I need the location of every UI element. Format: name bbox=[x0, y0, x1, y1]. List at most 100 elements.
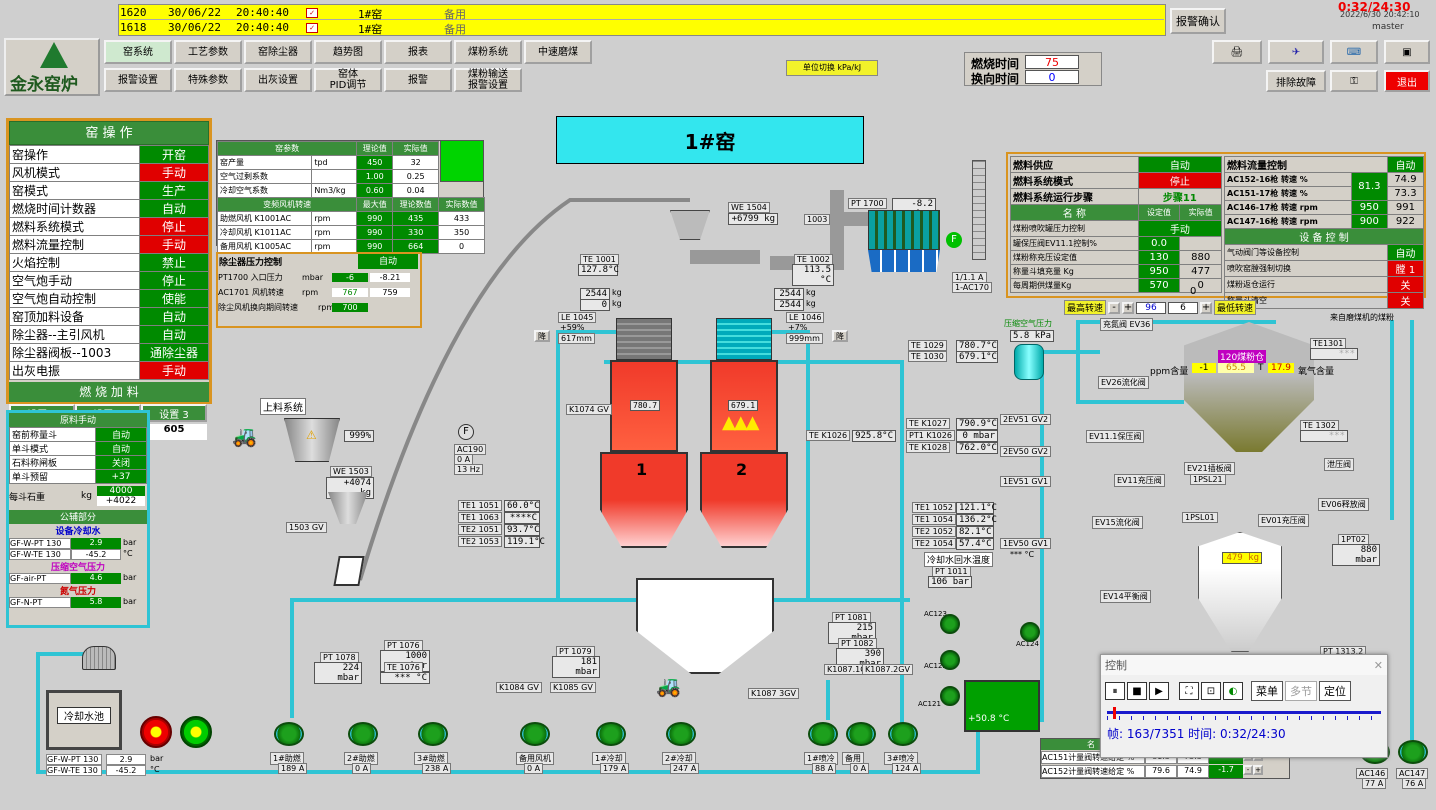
kiln-op-value[interactable]: 禁止 bbox=[139, 253, 209, 272]
fuel-row-set[interactable]: 手动 bbox=[1137, 220, 1223, 237]
fit-icon[interactable]: ⛶ bbox=[1179, 682, 1199, 700]
dust-mode[interactable]: 自动 bbox=[358, 254, 418, 269]
fuel-row-set[interactable]: 950 bbox=[1137, 264, 1181, 279]
pump-motor[interactable] bbox=[666, 722, 696, 746]
kiln-op-value[interactable]: 自动 bbox=[139, 199, 209, 218]
dev-value[interactable]: 关 bbox=[1386, 292, 1425, 309]
pump-motor[interactable] bbox=[808, 722, 838, 746]
kiln-op-value[interactable]: 自动 bbox=[139, 307, 209, 326]
ac152-minus-button[interactable]: - bbox=[1243, 765, 1253, 775]
next-button[interactable]: ▶ bbox=[1149, 682, 1169, 700]
pt1700-set[interactable]: -6 bbox=[332, 273, 368, 282]
kiln-op-value[interactable]: 手动 bbox=[139, 235, 209, 254]
nav-alarm[interactable]: 报警 bbox=[384, 68, 452, 92]
raw-value[interactable]: +37 bbox=[95, 469, 147, 484]
cursor-icon[interactable]: ◐ bbox=[1223, 682, 1243, 700]
nav-kiln-dust[interactable]: 窑除尘器 bbox=[244, 40, 312, 64]
speed-plus-button-2[interactable]: + bbox=[1200, 301, 1213, 314]
pump-ac123[interactable] bbox=[940, 614, 960, 634]
fuel-row-set[interactable]: 130 bbox=[1137, 250, 1181, 265]
nav-pid[interactable]: 窑体 PID调节 bbox=[314, 68, 382, 92]
stone-set[interactable]: 4000 bbox=[97, 486, 145, 496]
pump-motor[interactable] bbox=[846, 722, 876, 746]
gun-set[interactable]: 900 bbox=[1350, 214, 1388, 229]
kiln-op-value[interactable]: 手动 bbox=[139, 361, 209, 380]
kiln-op-value[interactable]: 手动 bbox=[139, 163, 209, 182]
pump-motor[interactable] bbox=[348, 722, 378, 746]
dev-value[interactable]: 自动 bbox=[1386, 244, 1425, 261]
pump-red[interactable] bbox=[140, 716, 172, 748]
zoom-icon[interactable]: ⊡ bbox=[1201, 682, 1221, 700]
speed-minus-button[interactable]: - bbox=[1108, 301, 1121, 314]
alarm-row-1[interactable]: 1620 30/06/22 20:40:40 ✓ 1#窑 备用 bbox=[120, 6, 1164, 21]
reverse-speed-value[interactable]: 700 bbox=[332, 303, 368, 312]
kiln-op-value[interactable]: 通除尘器 bbox=[139, 343, 209, 362]
menu-button[interactable]: 菜单 bbox=[1251, 681, 1283, 701]
kiln-op-value[interactable]: 开窑 bbox=[139, 145, 209, 164]
pump-motor[interactable] bbox=[596, 722, 626, 746]
exit-button[interactable]: 退出 bbox=[1384, 70, 1430, 92]
pump-ac147[interactable] bbox=[1398, 740, 1428, 764]
nav-coal-system[interactable]: 煤粉系统 bbox=[454, 40, 522, 64]
gun-set[interactable]: 950 bbox=[1350, 200, 1388, 215]
close-icon[interactable]: ✕ bbox=[1373, 658, 1383, 672]
progress-track[interactable] bbox=[1107, 707, 1381, 720]
pump-green[interactable] bbox=[180, 716, 212, 748]
pump-motor[interactable] bbox=[520, 722, 550, 746]
dev-value[interactable]: 关 bbox=[1386, 276, 1425, 293]
ac1701-set[interactable]: 767 bbox=[332, 288, 368, 297]
printer-icon[interactable]: 🖨 bbox=[1212, 40, 1262, 64]
kp-theory[interactable]: 1.00 bbox=[356, 169, 394, 184]
pump-motor[interactable] bbox=[274, 722, 304, 746]
nav-ash-settings[interactable]: 出灰设置 bbox=[244, 68, 312, 92]
nav-trend[interactable]: 趋势图 bbox=[314, 40, 382, 64]
dev-value[interactable]: 膛 1 bbox=[1386, 260, 1425, 277]
unit-switch-button[interactable]: 单位切换 kPa/kJ bbox=[786, 60, 878, 76]
pump-ac121[interactable] bbox=[940, 686, 960, 706]
window-icon[interactable]: ▣ bbox=[1384, 40, 1430, 64]
pump-ac124[interactable] bbox=[1020, 622, 1040, 642]
fuel-supply-mode[interactable]: 自动 bbox=[1137, 156, 1223, 173]
fuel-row-set[interactable]: 0.0 bbox=[1137, 236, 1181, 251]
flow-mode[interactable]: 自动 bbox=[1386, 156, 1425, 173]
kiln-op-value[interactable]: 生产 bbox=[139, 181, 209, 200]
gun-center-value[interactable]: 81.3 bbox=[1350, 172, 1388, 201]
raw-value[interactable]: 自动 bbox=[95, 441, 147, 456]
kiln-op-value[interactable]: 停止 bbox=[139, 217, 209, 236]
nav-mill[interactable]: 中速磨煤 bbox=[524, 40, 592, 64]
clear-fault-button[interactable]: 排除故障 bbox=[1266, 70, 1326, 92]
nav-coal-alarm[interactable]: 煤粉输送 报警设置 bbox=[454, 68, 522, 92]
nav-report[interactable]: 报表 bbox=[384, 40, 452, 64]
fan-max[interactable]: 990 bbox=[356, 225, 394, 240]
nav-special-params[interactable]: 特殊参数 bbox=[174, 68, 242, 92]
locate-button[interactable]: 定位 bbox=[1319, 681, 1351, 701]
key-icon[interactable]: ⚿ bbox=[1330, 70, 1378, 92]
nav-alarm-settings[interactable]: 报警设置 bbox=[104, 68, 172, 92]
play-button[interactable]: ⏸ bbox=[1105, 682, 1125, 700]
speed-plus-button[interactable]: + bbox=[1122, 301, 1135, 314]
ac152-plus-button[interactable]: + bbox=[1253, 765, 1263, 775]
pump-motor[interactable] bbox=[418, 722, 448, 746]
fuel-row-set[interactable]: 570 bbox=[1137, 278, 1181, 293]
stop-button[interactable]: ■ bbox=[1127, 682, 1147, 700]
kiln-op-value[interactable]: 停止 bbox=[139, 271, 209, 290]
keyboard-icon[interactable]: ⌨ bbox=[1330, 40, 1378, 64]
progress-thumb[interactable] bbox=[1113, 707, 1117, 719]
alarm-row-2[interactable]: 1618 30/06/22 20:40:40 ✓ 1#窑 备用 bbox=[120, 21, 1164, 36]
raw-value[interactable]: 关闭 bbox=[95, 455, 147, 470]
lower-button[interactable]: 降 bbox=[534, 330, 550, 342]
tool-icon[interactable]: ✈ bbox=[1268, 40, 1324, 64]
kiln-op-value[interactable]: 使能 bbox=[139, 289, 209, 308]
pump-motor[interactable] bbox=[888, 722, 918, 746]
setting-3-label[interactable]: 设置 3 bbox=[141, 404, 207, 422]
kiln-op-value[interactable]: 自动 bbox=[139, 325, 209, 344]
nav-kiln-system[interactable]: 窑系统 bbox=[104, 40, 172, 64]
setting-3-value[interactable]: 605 bbox=[141, 424, 207, 440]
pump-ac122[interactable] bbox=[940, 650, 960, 670]
lower-button[interactable]: 降 bbox=[832, 330, 848, 342]
section-button[interactable]: 多节 bbox=[1285, 681, 1317, 701]
fan-max[interactable]: 990 bbox=[356, 211, 394, 226]
kp-theory[interactable]: 450 bbox=[356, 155, 394, 170]
alarm-confirm-button[interactable]: 报警确认 bbox=[1170, 8, 1226, 34]
fuel-sys-mode-value[interactable]: 停止 bbox=[1137, 172, 1223, 189]
